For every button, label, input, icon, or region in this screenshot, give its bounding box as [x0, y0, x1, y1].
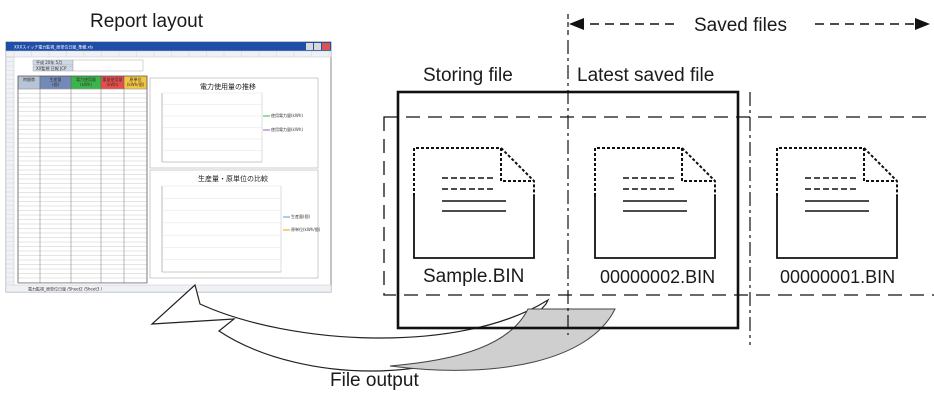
- document-icon: [594, 147, 716, 259]
- chart-production-legend-2: 原単位(kWh/個): [291, 226, 321, 232]
- saved-files-group-box: [383, 116, 934, 296]
- saved-files-label: Saved files: [694, 15, 787, 36]
- file-output-label: File output: [330, 370, 419, 391]
- spreadsheet-sheet-tabs: 電力監視_原単位日報 /Sheet2 /Sheet3 /: [28, 286, 103, 292]
- chart-production-legend-1: 生産量(個): [291, 213, 311, 219]
- spreadsheet-table-grid: [6, 51, 330, 284]
- spreadsheet-column-headers: 時間帯生産量(個)電力使用量(kWh)重量使用量(kWh)原単位(kWh/個): [17, 75, 148, 90]
- spreadsheet-header-2: XX監視 日報 JCP: [36, 65, 67, 71]
- close-icon: [322, 43, 330, 50]
- svg-text:時間帯: 時間帯: [23, 76, 35, 82]
- report-layout-label: Report layout: [90, 11, 204, 32]
- svg-text:生産量: 生産量: [50, 76, 62, 82]
- report-spreadsheet-thumbnail: XXXスイッチ電力監視_原単位日報_準備.xls 平成 20年 5月 XX監視 …: [5, 41, 332, 293]
- chart-power-legend-1: 使用電力量(kWh): [271, 112, 303, 118]
- chart-power-title: 電力使用量の推移: [200, 82, 256, 91]
- curved-arrow-icon: [150, 283, 616, 372]
- spreadsheet-title-bar: [6, 42, 331, 51]
- svg-text:(個): (個): [52, 81, 60, 87]
- svg-text:(kWh/個): (kWh/個): [127, 81, 145, 87]
- spreadsheet-chart-power: 電力使用量の推移 使用電力量(kWh) 使用電力量(kWh): [149, 77, 319, 169]
- maximize-icon: [314, 43, 321, 50]
- latest-saved-file-label: Latest saved file: [577, 65, 715, 86]
- storing-file-label: Storing file: [423, 65, 513, 86]
- saved-files-range-arrow: [567, 14, 930, 35]
- chart-power-legend-2: 使用電力量(kWh): [271, 126, 303, 132]
- minimize-icon: [306, 43, 313, 50]
- svg-text:重量使用量: 重量使用量: [103, 76, 123, 82]
- svg-text:電力使用量: 電力使用量: [76, 76, 96, 82]
- document-icon: [413, 147, 535, 259]
- document-icon: [776, 147, 898, 259]
- svg-text:(kWh): (kWh): [107, 82, 119, 87]
- file-name-sample: Sample.BIN: [423, 266, 525, 287]
- file-name-older: 00000001.BIN: [780, 267, 896, 287]
- spreadsheet-title: XXXスイッチ電力監視_原単位日報_準備.xls: [14, 44, 93, 50]
- spreadsheet-chart-production: 生産量・原単位の比較 生産量(個) 原単位(kWh/個): [149, 169, 321, 279]
- svg-text:原単位: 原単位: [130, 76, 142, 82]
- spreadsheet-header-1: 平成 20年 5月: [36, 59, 62, 65]
- chart-production-title: 生産量・原単位の比較: [198, 174, 268, 183]
- file-name-latest: 00000002.BIN: [600, 267, 716, 287]
- svg-text:(kWh): (kWh): [80, 82, 92, 87]
